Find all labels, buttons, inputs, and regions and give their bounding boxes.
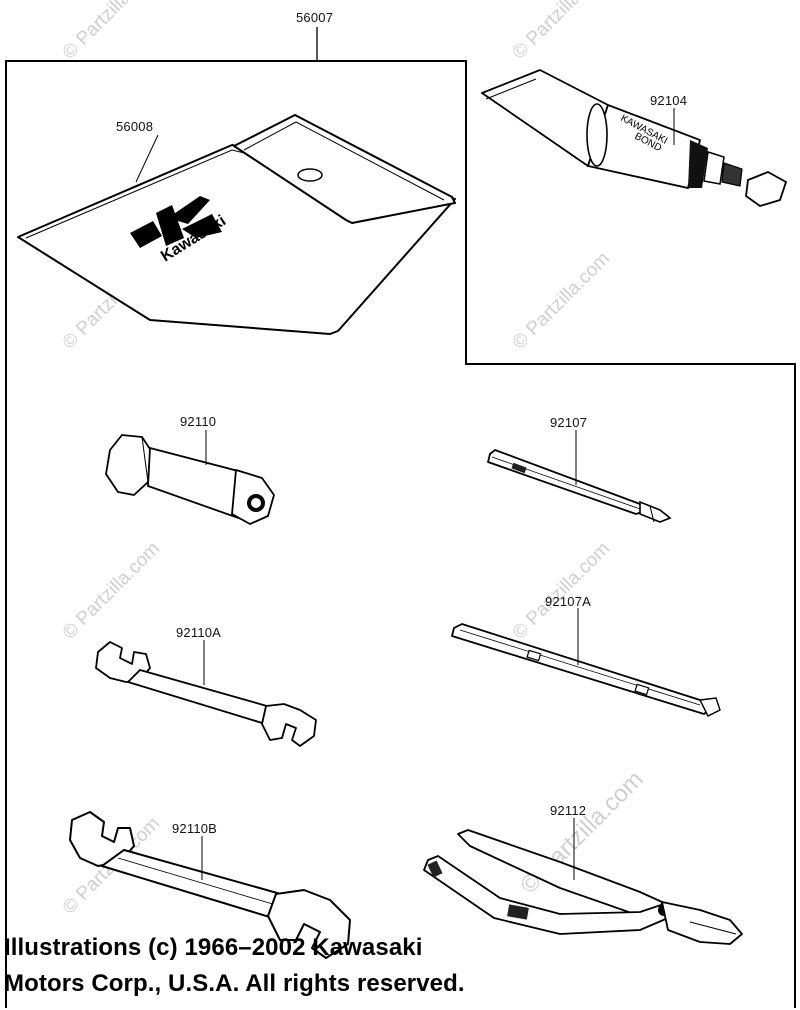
copyright-line-1: Illustrations (c) 1966–2002 Kawasaki (4, 934, 423, 961)
part-label-92107: 92107 (550, 415, 587, 430)
open-end-wrench-a: 92110A (95, 625, 317, 747)
watermark: © Partzilla.com (509, 538, 614, 643)
part-label-92112: 92112 (550, 803, 586, 818)
watermark: © Partzilla.com (59, 538, 164, 643)
part-label-92107A: 92107A (545, 594, 591, 609)
part-label-92110B: 92110B (172, 821, 217, 836)
tool-kit-outline: 56007 (5, 10, 796, 1008)
part-label-56008: 56008 (116, 119, 153, 134)
pliers: 92112 (423, 803, 743, 945)
tool-pouch: Kawasaki 56008 (17, 114, 456, 335)
bond-tube: KAWASAKI BOND 92104 (481, 69, 788, 207)
open-end-wrench-b: 92110B (69, 811, 351, 959)
watermark: © Partzilla.com (59, 0, 164, 64)
part-label-92104: 92104 (650, 93, 687, 108)
socket-wrench: 92110 (105, 414, 275, 525)
copyright-line-2: Motors Corp., U.S.A. All rights reserved… (4, 970, 465, 997)
part-label-92110: 92110 (180, 414, 216, 429)
watermark: © Partzilla.com (509, 248, 614, 353)
part-label-56007: 56007 (296, 10, 333, 25)
part-label-92110A: 92110A (176, 625, 221, 640)
watermark: © Partzilla.com (509, 0, 614, 64)
flat-screwdriver-a: 92107A (451, 594, 721, 717)
screwdriver: 92107 (487, 415, 672, 523)
